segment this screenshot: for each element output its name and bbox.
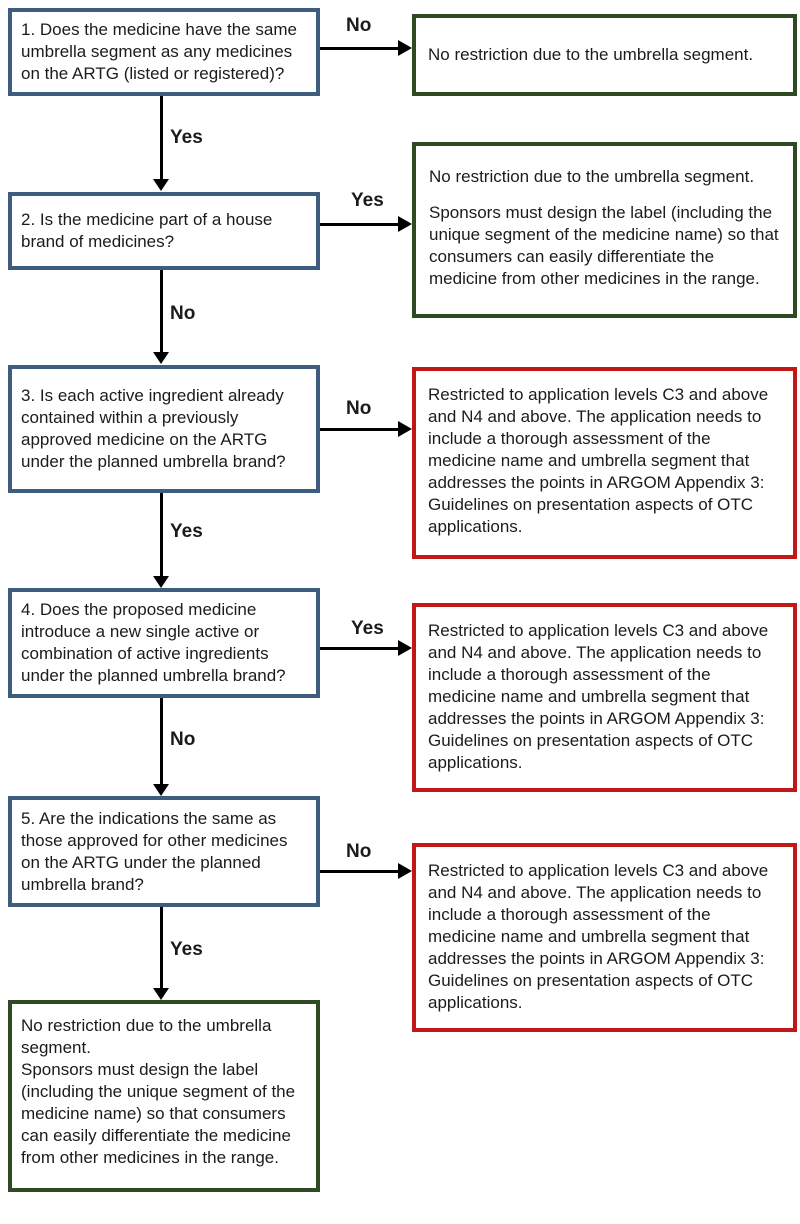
question-box-3: 3. Is each active ingredient already con…	[8, 365, 320, 493]
arrow-head-q3-side	[398, 421, 412, 437]
outcome-final-line-2: Sponsors must design the label (includin…	[21, 1060, 296, 1167]
arrow-line-q4-down	[160, 698, 163, 785]
question-2-text: 2. Is the medicine part of a house brand…	[21, 210, 273, 251]
branch-label-q1-down: Yes	[170, 127, 203, 148]
question-box-4: 4. Does the proposed medicine introduce …	[8, 588, 320, 698]
arrow-head-q5-down	[153, 988, 169, 1000]
arrow-line-q5-side	[320, 870, 399, 873]
arrow-line-q1-side	[320, 47, 399, 50]
arrow-line-q2-down	[160, 270, 163, 353]
question-box-5: 5. Are the indications the same as those…	[8, 796, 320, 907]
outcome-2-line-2: Sponsors must design the label (includin…	[429, 203, 779, 288]
branch-label-q1-side: No	[346, 15, 372, 36]
question-3-text: 3. Is each active ingredient already con…	[21, 386, 286, 471]
arrow-line-q2-side	[320, 223, 399, 226]
outcome-4-text: Restricted to application levels C3 and …	[428, 621, 769, 772]
outcome-box-5-restricted: Restricted to application levels C3 and …	[412, 843, 797, 1032]
question-box-1: 1. Does the medicine have the same umbre…	[8, 8, 320, 96]
outcome-box-4-restricted: Restricted to application levels C3 and …	[412, 603, 797, 792]
arrow-head-q1-down	[153, 179, 169, 191]
branch-label-q2-side: Yes	[351, 190, 384, 211]
branch-label-q4-side: Yes	[351, 618, 384, 639]
branch-label-q4-down: No	[170, 729, 196, 750]
arrow-line-q5-down	[160, 907, 163, 989]
arrow-head-q4-down	[153, 784, 169, 796]
outcome-box-3-restricted: Restricted to application levels C3 and …	[412, 367, 797, 559]
branch-label-q5-down: Yes	[170, 939, 203, 960]
question-box-2: 2. Is the medicine part of a house brand…	[8, 192, 320, 270]
outcome-box-final-no-restriction: No restriction due to the umbrella segme…	[8, 1000, 320, 1192]
branch-label-q3-down: Yes	[170, 521, 203, 542]
question-5-text: 5. Are the indications the same as those…	[21, 808, 288, 894]
arrow-head-q2-down	[153, 352, 169, 364]
outcome-5-text: Restricted to application levels C3 and …	[428, 861, 769, 1012]
outcome-3-text: Restricted to application levels C3 and …	[428, 385, 769, 536]
branch-label-q2-down: No	[170, 303, 196, 324]
arrow-head-q3-down	[153, 576, 169, 588]
question-4-text: 4. Does the proposed medicine introduce …	[21, 600, 286, 685]
outcome-2-line-1: No restriction due to the umbrella segme…	[429, 167, 755, 186]
question-1-text: 1. Does the medicine have the same umbre…	[21, 20, 297, 83]
arrow-line-q1-down	[160, 96, 163, 181]
arrow-line-q4-side	[320, 647, 399, 650]
arrow-line-q3-side	[320, 428, 399, 431]
branch-label-q5-side: No	[346, 841, 372, 862]
arrow-head-q2-side	[398, 216, 412, 232]
outcome-1-text: No restriction due to the umbrella segme…	[428, 45, 754, 64]
outcome-box-1-no-restriction: No restriction due to the umbrella segme…	[412, 14, 797, 96]
arrow-head-q1-side	[398, 40, 412, 56]
branch-label-q3-side: No	[346, 398, 372, 419]
arrow-line-q3-down	[160, 493, 163, 577]
arrow-head-q5-side	[398, 863, 412, 879]
outcome-box-2-no-restriction: No restriction due to the umbrella segme…	[412, 142, 797, 318]
arrow-head-q4-side	[398, 640, 412, 656]
outcome-final-line-1: No restriction due to the umbrella segme…	[21, 1016, 272, 1057]
